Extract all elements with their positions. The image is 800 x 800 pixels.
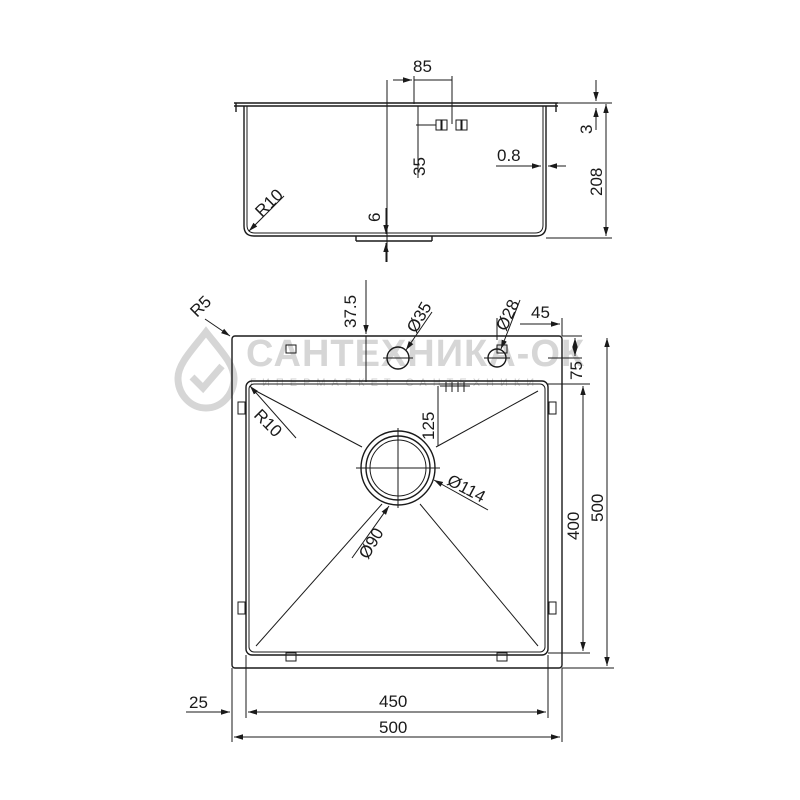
dim-drain-depth: 6 [365,213,384,222]
dim-overflow-depth: 35 [410,157,429,176]
watermark-tagline: ГИПЕРМАРКЕТ САНТЕХНИКИ [250,377,540,389]
dim-inner-depth: 400 [564,512,583,540]
droplet-check-icon [174,326,238,412]
watermark: САНТЕХНИКА-ОК ГИПЕРМАРКЕТ САНТЕХНИКИ [174,326,585,412]
drain [356,428,440,508]
dim-inner-radius: R10 [250,405,285,440]
dim-wall-thickness: 0.8 [497,146,521,165]
dim-outer-depth: 500 [588,494,607,522]
dim-corner-radius: R10 [251,185,286,220]
watermark-brand: САНТЕХНИКА-ОК [246,333,585,375]
dim-overflow-width: 85 [413,57,432,76]
dim-total-depth: 208 [587,168,606,196]
dim-hole1-offset: 37.5 [341,295,360,328]
side-view: 85 35 3 208 0.8 R10 6 [234,57,612,262]
dim-rim-thickness: 3 [577,125,596,134]
dim-inner-width: 450 [379,692,407,711]
dim-hole1-diameter: Ø35 [403,299,436,336]
dim-left-margin: 25 [189,693,208,712]
dim-outer-width: 500 [379,718,407,737]
mounting-clips [237,344,557,662]
dim-hole2-offset: 45 [531,303,550,322]
dim-drain-outer-diameter: Ø114 [444,471,489,507]
dim-drain-inner-diameter: Ø90 [355,525,388,562]
overflow-slots [416,119,468,131]
dim-top-margin: 75 [567,361,586,380]
dim-drain-offset: 125 [419,412,438,440]
dim-outer-radius: R5 [186,292,215,321]
faucet-hole-1 [383,346,413,370]
